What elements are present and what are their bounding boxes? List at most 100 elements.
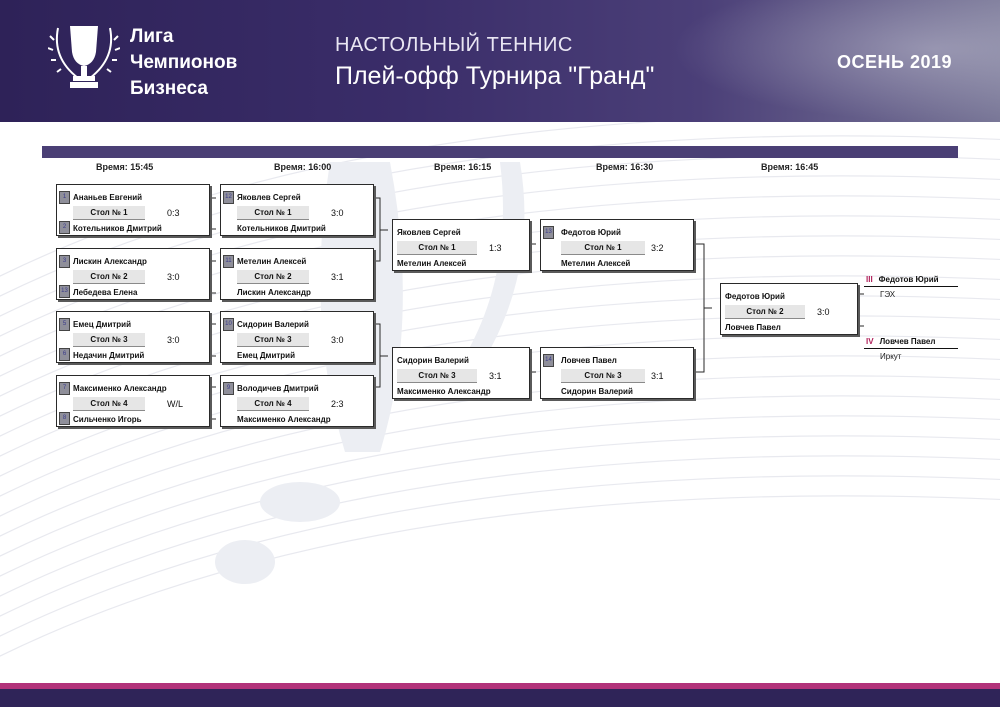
player-bottom: Ловчев Павел	[725, 323, 781, 332]
seed-badge: 14	[543, 354, 554, 367]
place-player: Федотов Юрий	[878, 275, 939, 284]
match-card-r2-3: 10 Сидорин Валерий Стол № 3 3:0 Емец Дми…	[220, 311, 374, 363]
match-card-r1-2: 3 13 Лискин Александр Стол № 2 3:0 Лебед…	[56, 248, 210, 300]
player-top: Сидорин Валерий	[397, 356, 469, 365]
place-3-org: ГЭХ	[880, 290, 896, 299]
player-bottom: Максименко Александр	[237, 415, 331, 424]
player-bottom: Емец Дмитрий	[237, 351, 296, 360]
match-score: 3:0	[167, 335, 180, 345]
match-score: 3:0	[331, 208, 344, 218]
player-top: Максименко Александр	[73, 384, 167, 393]
match-card-r1-1: 1 2 Ананьев Евгений Стол № 1 0:3 Котельн…	[56, 184, 210, 236]
time-label-4: Время: 16:30	[596, 162, 654, 172]
seed-badge: 6	[59, 348, 70, 361]
seed-badge: 3	[59, 255, 70, 268]
player-bottom: Сильченко Игорь	[73, 415, 142, 424]
table-label: Стол № 3	[397, 369, 477, 383]
place-4-entry: IV Ловчев Павел	[866, 337, 935, 346]
sport-subtitle: НАСТОЛЬНЫЙ ТЕННИС	[335, 34, 573, 56]
match-card-r3-2: Сидорин Валерий Стол № 3 3:1 Максименко …	[392, 347, 530, 399]
time-bar	[42, 146, 958, 158]
page-title: Плей-офф Турнира "Гранд"	[335, 62, 655, 90]
season-label: ОСЕНЬ 2019	[837, 52, 952, 72]
player-top: Ананьев Евгений	[73, 193, 143, 202]
match-score: 3:0	[817, 307, 830, 317]
player-bottom: Лебедева Елена	[73, 288, 138, 297]
match-card-r1-4: 7 8 Максименко Александр Стол № 4 W/L Си…	[56, 375, 210, 427]
table-label: Стол № 4	[73, 397, 145, 411]
player-top: Федотов Юрий	[725, 292, 785, 301]
trophy-logo-icon	[48, 26, 120, 88]
match-card-r2-1: 12 Яковлев Сергей Стол № 1 3:0 Котельник…	[220, 184, 374, 236]
match-card-final: Федотов Юрий Стол № 2 3:0 Ловчев Павел	[720, 283, 858, 335]
match-card-r1-3: 5 6 Емец Дмитрий Стол № 3 3:0 Недачин Дм…	[56, 311, 210, 363]
player-top: Яковлев Сергей	[397, 228, 461, 237]
logo-text-line-2: Чемпионов	[130, 52, 238, 73]
match-card-r2-4: 9 Володичев Дмитрий Стол № 4 2:3 Максиме…	[220, 375, 374, 427]
table-label: Стол № 2	[73, 270, 145, 284]
seed-badge: 11	[223, 255, 234, 268]
place-player: Ловчев Павел	[879, 337, 936, 346]
place-4-underline	[864, 348, 958, 349]
seed-badge: 7	[59, 382, 70, 395]
match-score: 3:0	[167, 272, 180, 282]
player-bottom: Максименко Александр	[397, 387, 491, 396]
player-top: Сидорин Валерий	[237, 320, 309, 329]
table-label: Стол № 2	[725, 305, 805, 319]
player-top: Федотов Юрий	[561, 228, 621, 237]
player-bottom: Котельников Дмитрий	[73, 224, 162, 233]
player-top: Ловчев Павел	[561, 356, 617, 365]
match-card-r3-1: Яковлев Сергей Стол № 1 1:3 Метелин Алек…	[392, 219, 530, 271]
table-label: Стол № 1	[397, 241, 477, 255]
time-label-5: Время: 16:45	[761, 162, 819, 172]
bottom-band	[0, 689, 1000, 707]
match-score: 3:2	[651, 243, 664, 253]
place-numeral: IV	[866, 337, 874, 346]
match-card-r4-1: 13 Федотов Юрий Стол № 1 3:2 Метелин Але…	[540, 219, 694, 271]
seed-badge: 10	[223, 318, 234, 331]
time-label-1: Время: 15:45	[96, 162, 154, 172]
table-label: Стол № 1	[73, 206, 145, 220]
place-4-org: Иркут	[880, 352, 902, 361]
player-top: Емец Дмитрий	[73, 320, 132, 329]
match-score: W/L	[167, 399, 184, 409]
player-bottom: Метелин Алексей	[561, 259, 631, 268]
seed-badge: 9	[223, 382, 234, 395]
match-score: 3:0	[331, 335, 344, 345]
table-label: Стол № 3	[237, 333, 309, 347]
seed-badge: 13	[59, 285, 70, 298]
player-bottom: Метелин Алексей	[397, 259, 467, 268]
table-label: Стол № 2	[237, 270, 309, 284]
seed-badge: 12	[223, 191, 234, 204]
time-label-3: Время: 16:15	[434, 162, 492, 172]
player-top: Яковлев Сергей	[237, 193, 301, 202]
seed-badge: 1	[59, 191, 70, 204]
match-score: 3:1	[489, 371, 502, 381]
match-score: 3:1	[651, 371, 664, 381]
match-score: 0:3	[167, 208, 180, 218]
seed-badge: 8	[59, 412, 70, 425]
match-score: 1:3	[489, 243, 502, 253]
seed-badge: 5	[59, 318, 70, 331]
place-3-underline	[864, 286, 958, 287]
match-card-r2-2: 11 Метелин Алексей Стол № 2 3:1 Лискин А…	[220, 248, 374, 300]
player-bottom: Недачин Дмитрий	[73, 351, 145, 360]
time-label-2: Время: 16:00	[274, 162, 332, 172]
table-label: Стол № 3	[561, 369, 645, 383]
player-top: Володичев Дмитрий	[237, 384, 319, 393]
table-label: Стол № 1	[237, 206, 309, 220]
table-label: Стол № 3	[73, 333, 145, 347]
place-3-entry: III Федотов Юрий	[866, 275, 939, 284]
player-bottom: Лискин Александр	[237, 288, 311, 297]
match-score: 3:1	[331, 272, 344, 282]
bottom-accent-bar	[0, 683, 1000, 689]
player-bottom: Котельников Дмитрий	[237, 224, 326, 233]
header-sheen	[670, 0, 1000, 122]
match-card-r4-2: 14 Ловчев Павел Стол № 3 3:1 Сидорин Вал…	[540, 347, 694, 399]
place-numeral: III	[866, 275, 873, 284]
player-top: Метелин Алексей	[237, 257, 307, 266]
player-top: Лискин Александр	[73, 257, 147, 266]
seed-badge: 13	[543, 226, 554, 239]
logo-text-line-3: Бизнеса	[130, 78, 208, 99]
seed-badge: 2	[59, 221, 70, 234]
